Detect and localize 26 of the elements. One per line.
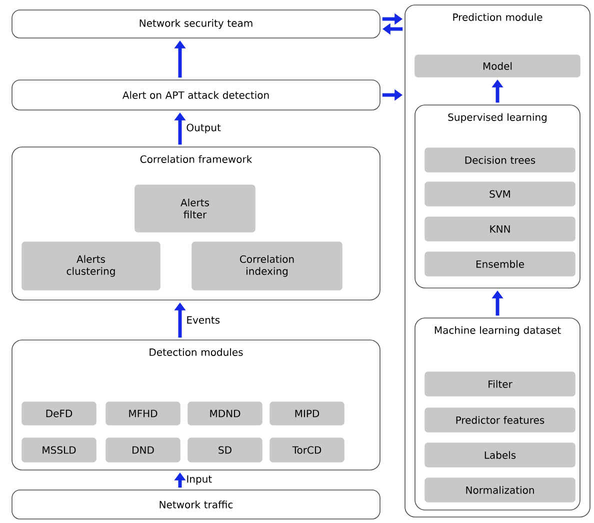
module-box: SD [188, 438, 262, 462]
process-box: Alert on APT attack detection [12, 80, 380, 110]
module-box: DND [106, 438, 180, 462]
module-box: Normalization [424, 478, 576, 502]
module-box: KNN [424, 216, 576, 242]
edge-label: Output [186, 124, 221, 134]
process-box: Network security team [12, 10, 380, 38]
module-box: Filter [424, 372, 576, 396]
module-box: Labels [424, 442, 576, 468]
module-box: MDND [188, 402, 262, 426]
module-box: Ensemble [424, 252, 576, 276]
module-box: Model [414, 54, 580, 78]
module-box: MIPD [270, 402, 344, 426]
module-box: Predictor features [424, 408, 576, 432]
module-box: MFHD [106, 402, 180, 426]
edge-label: Events [187, 316, 220, 324]
module-box: SVM [424, 182, 576, 206]
module-box: TorCD [270, 438, 344, 462]
module-box: DeFD [22, 402, 96, 426]
edge-label: Input [187, 475, 212, 485]
module-box: Alerts clustering [22, 242, 160, 290]
process-box: Network traffic [12, 490, 380, 520]
module-box: Correlation indexing [192, 242, 342, 290]
module-box: MSSLD [22, 438, 96, 462]
module-box: Alerts filter [134, 184, 256, 232]
module-box: Decision trees [424, 148, 576, 172]
